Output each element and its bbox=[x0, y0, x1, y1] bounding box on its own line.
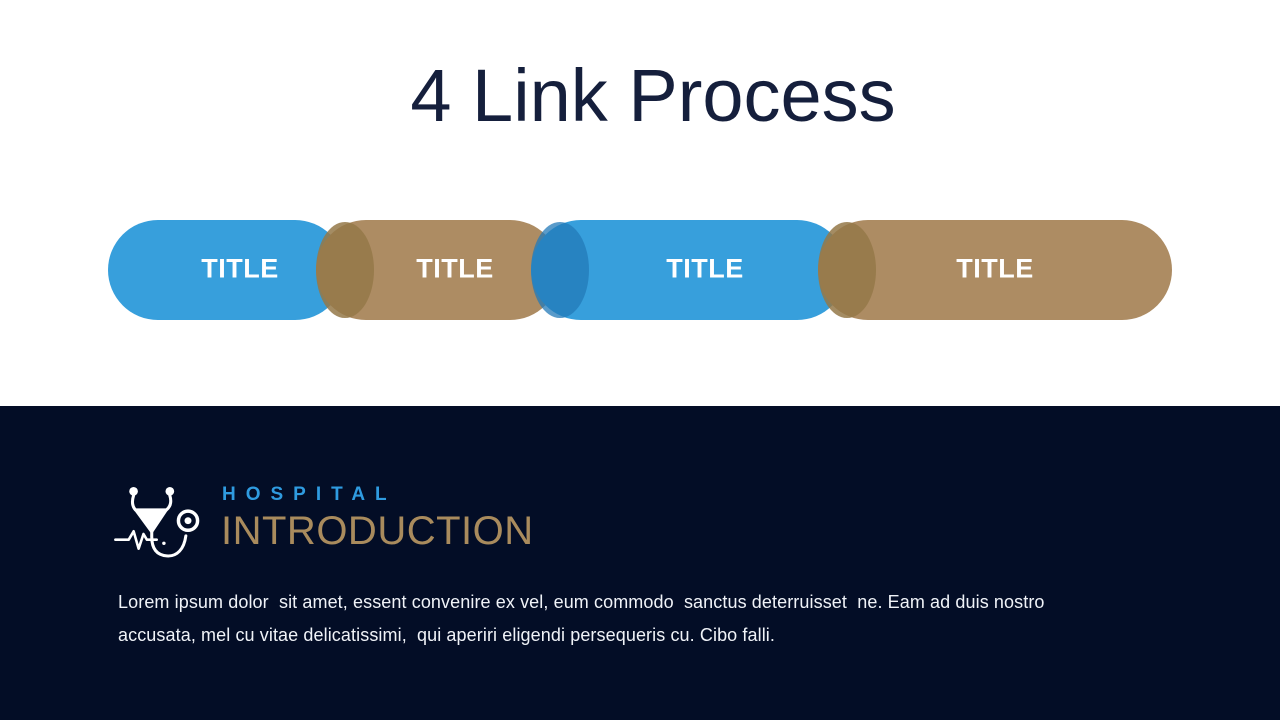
brand-name-introduction: INTRODUCTION bbox=[221, 509, 534, 553]
link-joint-ellipse-1 bbox=[316, 222, 374, 318]
process-link-1 bbox=[108, 220, 345, 320]
paragraph-line-2: accusata, mel cu vitae delicatissimi, qu… bbox=[118, 625, 775, 645]
process-link-label-1: TITLE bbox=[201, 253, 279, 284]
stethoscope-icon bbox=[114, 482, 202, 562]
process-link-4 bbox=[818, 220, 1172, 320]
paragraph-line-1: Lorem ipsum dolor sit amet, essent conve… bbox=[118, 592, 1045, 612]
link-joint-ellipse-2 bbox=[531, 222, 589, 318]
link-joint-ellipse-3 bbox=[818, 222, 876, 318]
footer-band bbox=[0, 406, 1280, 720]
process-link-label-4: TITLE bbox=[956, 253, 1034, 284]
slide-title: 4 Link Process bbox=[410, 54, 896, 137]
body-paragraph: Lorem ipsum dolor sit amet, essent conve… bbox=[118, 586, 1045, 652]
process-link-label-2: TITLE bbox=[416, 253, 494, 284]
process-link-label-3: TITLE bbox=[666, 253, 744, 284]
brand-name-hospital: HOSPITAL bbox=[222, 484, 397, 505]
